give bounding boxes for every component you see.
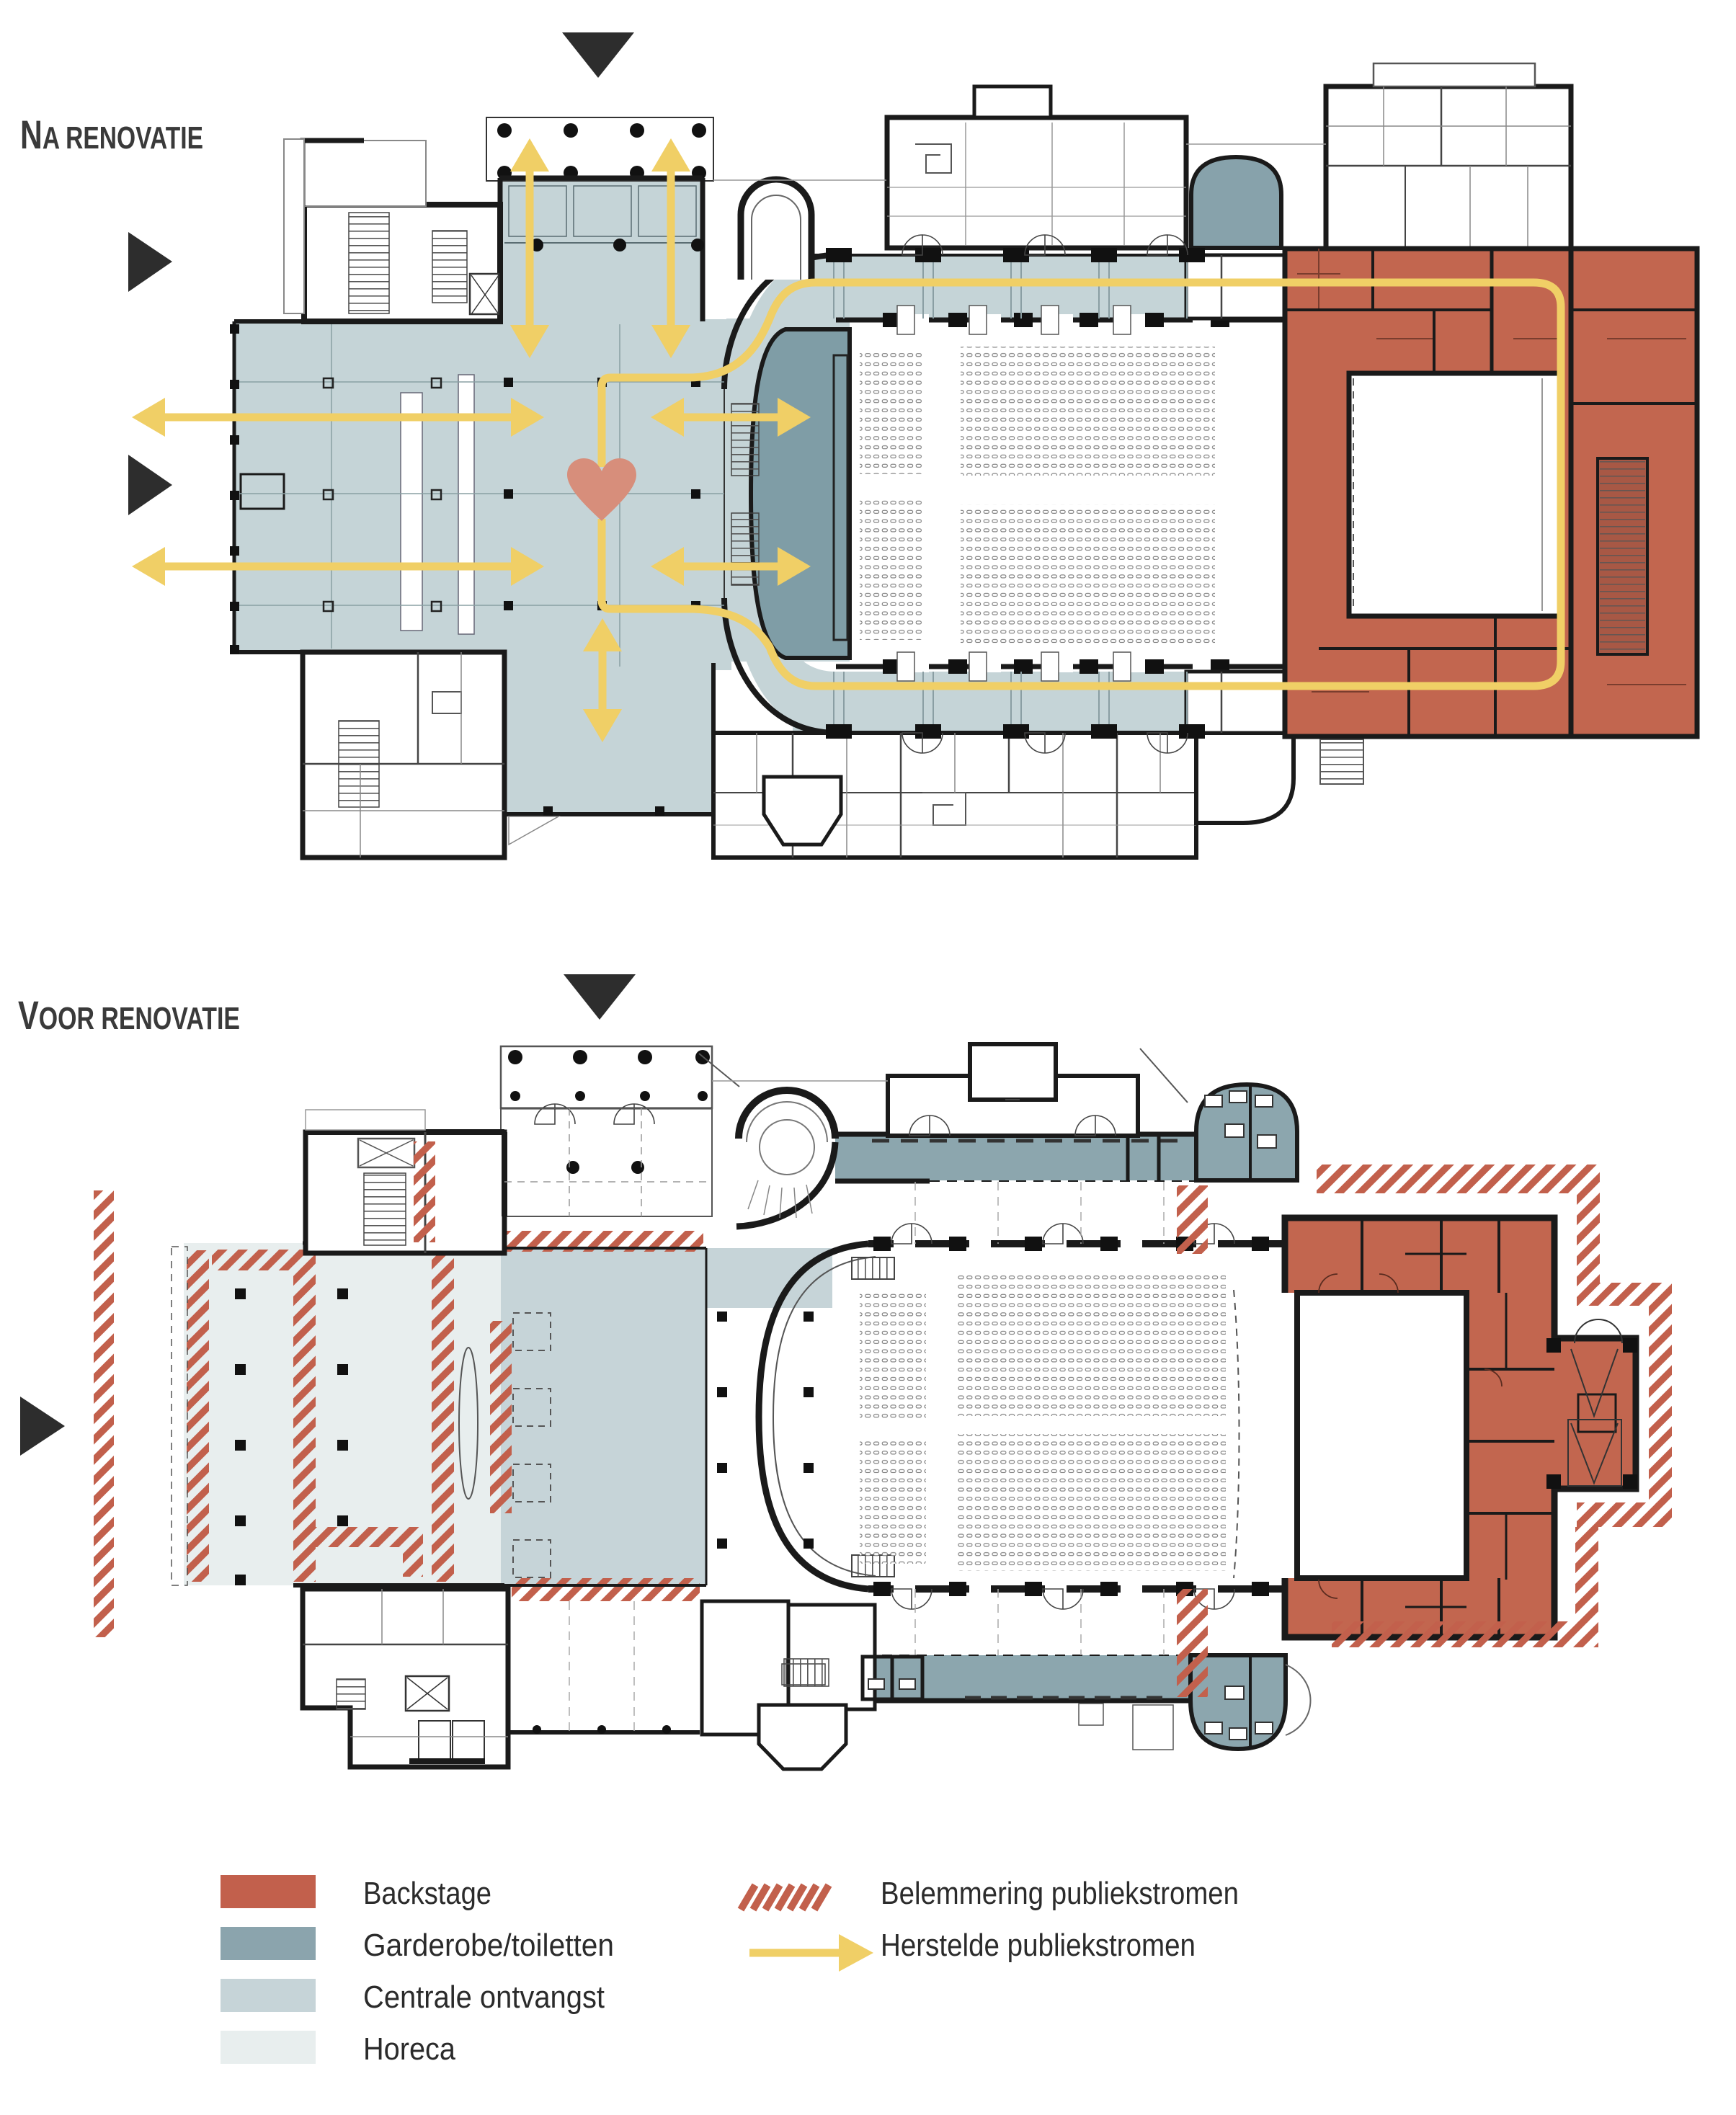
svg-text:Belemmering publiekstromen: Belemmering publiekstromen [881,1876,1239,1911]
svg-text:Horeca: Horeca [363,2031,455,2067]
svg-text:Herstelde publiekstromen: Herstelde publiekstromen [881,1928,1196,1963]
svg-text:Garderobe/toiletten: Garderobe/toiletten [363,1928,614,1963]
svg-text:Centrale ontvangst: Centrale ontvangst [363,1980,605,2015]
svg-text:Backstage: Backstage [363,1876,491,1911]
